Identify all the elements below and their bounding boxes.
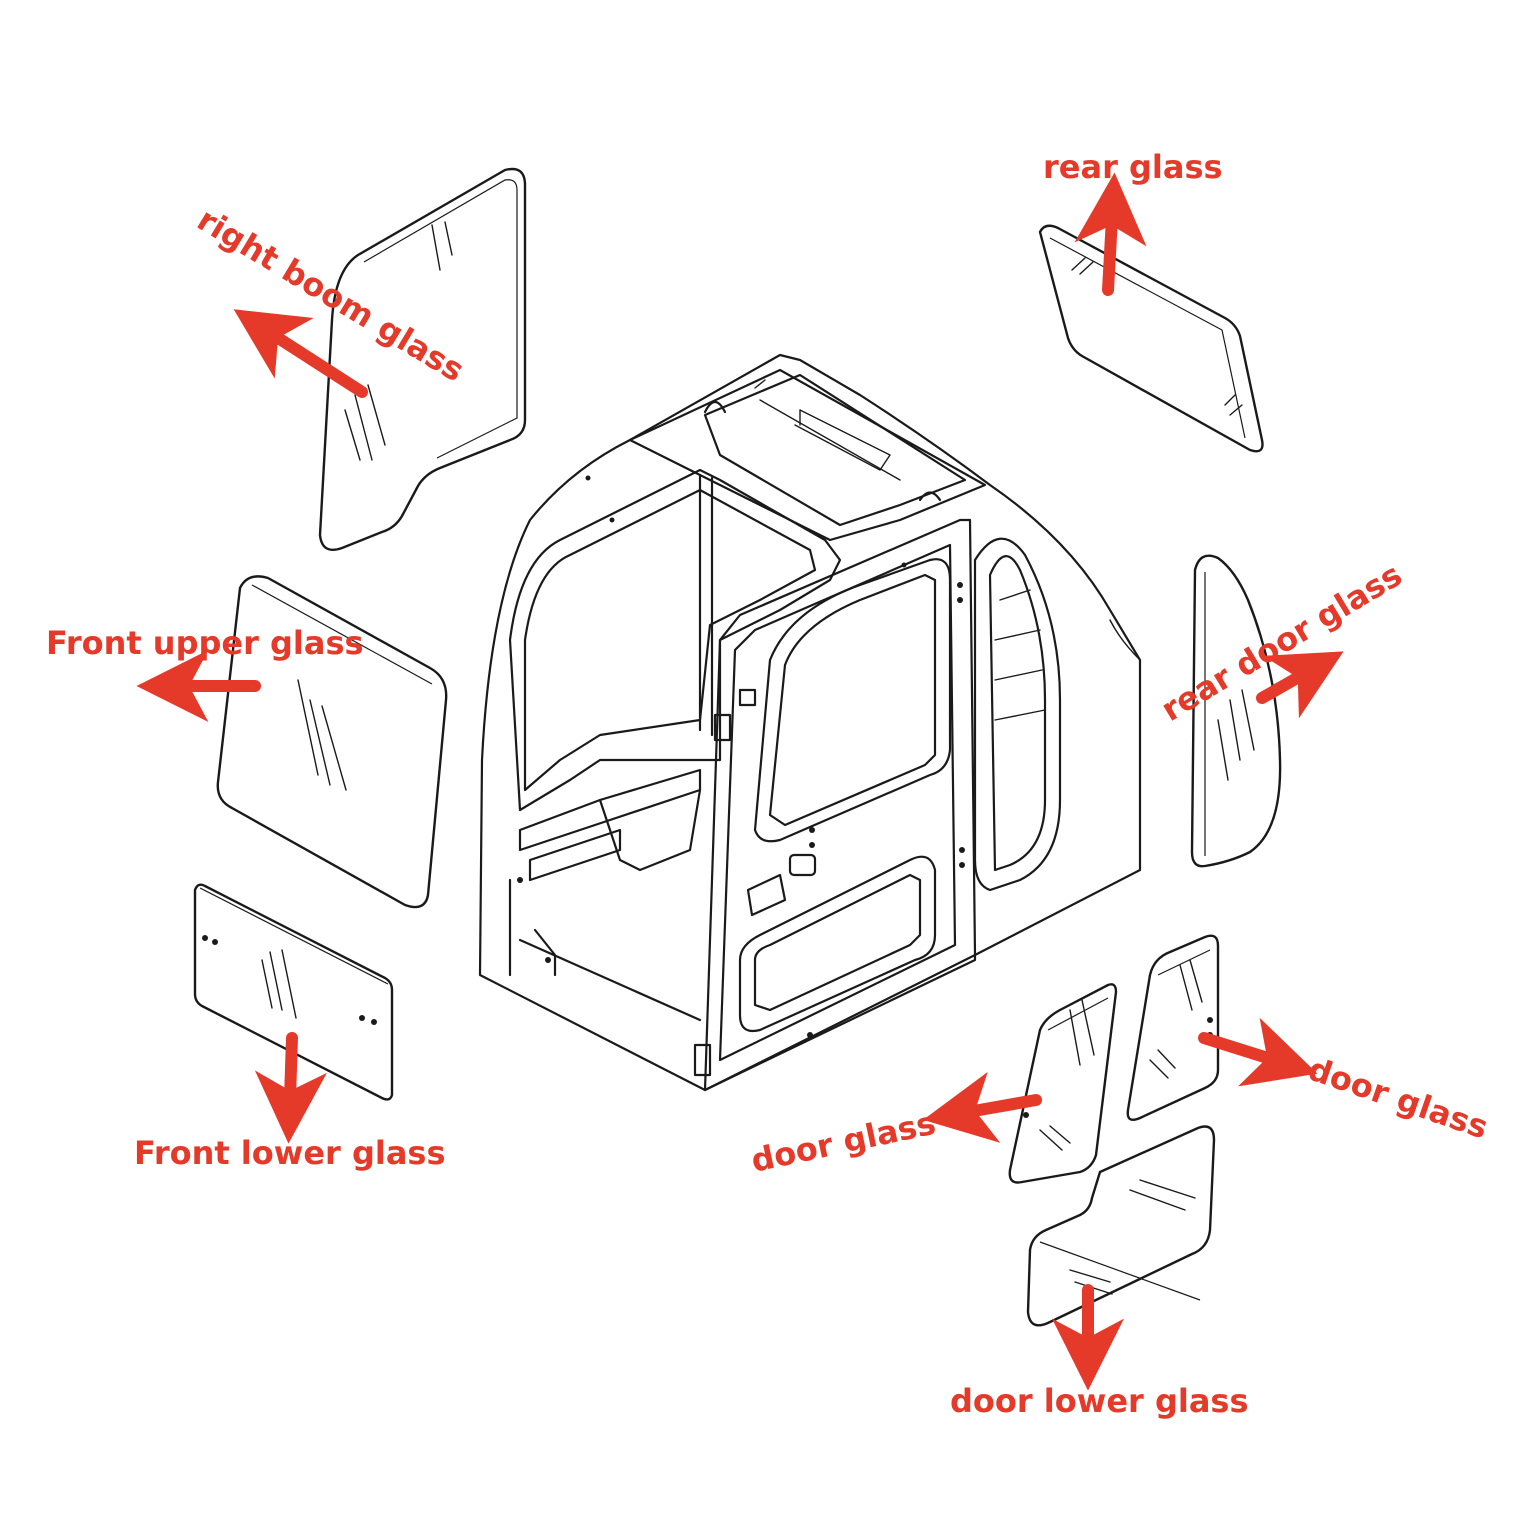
front-upper-glass-panel <box>216 575 448 909</box>
label-arrows <box>136 172 1344 1391</box>
door-glass-right-panel <box>1126 934 1220 1121</box>
cab-frame <box>478 353 1142 1092</box>
cab-door-handle <box>746 873 787 917</box>
cab-door-window <box>753 558 952 843</box>
label-front-upper-glass: Front upper glass <box>46 624 364 662</box>
label-rear-glass: rear glass <box>1043 148 1223 186</box>
rear-door-glass-panel <box>1190 554 1282 868</box>
front-lower-glass-panel <box>193 883 394 1101</box>
cab-outline <box>478 353 1142 1092</box>
rear-glass-panel <box>1038 224 1264 453</box>
cab-door <box>703 518 977 1092</box>
door-glass-left-panel <box>1008 983 1118 1184</box>
cab-side-window <box>973 537 1062 892</box>
label-door-glass-right: door glass <box>1303 1050 1493 1147</box>
arrow-door-left <box>923 1071 1042 1143</box>
cab-roof <box>628 368 987 542</box>
arrow-front-lower <box>254 1032 327 1144</box>
arrow-rear-door <box>1256 651 1344 719</box>
right-boom-glass-panel <box>318 167 527 552</box>
arrow-right-boom <box>233 309 368 398</box>
label-door-lower-glass: door lower glass <box>950 1382 1249 1420</box>
cab-front-opening <box>508 468 842 812</box>
arrow-rear <box>1074 172 1147 296</box>
label-door-glass-left: door glass <box>748 1104 939 1180</box>
door-lower-glass-panel <box>1026 1125 1216 1327</box>
arrow-door-right <box>1198 1017 1318 1087</box>
label-front-lower-glass: Front lower glass <box>134 1134 446 1172</box>
label-rear-door-glass: rear door glass <box>1155 555 1409 728</box>
